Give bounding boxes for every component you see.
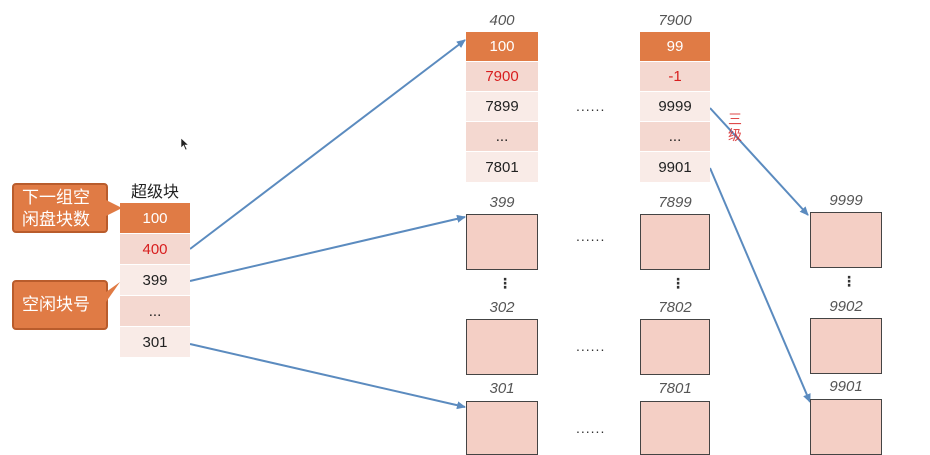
block-label-7899: 7899 <box>658 194 692 211</box>
arrow-9999-to-block <box>709 107 809 216</box>
free-block-7801 <box>640 401 710 455</box>
superblock-cell-count: 100 <box>120 203 190 233</box>
arrow-301-to-block <box>189 343 466 410</box>
free-block-301 <box>466 401 538 455</box>
free-block-7899 <box>640 214 710 270</box>
free-block-7802 <box>640 319 710 375</box>
superblock-cell: 399 <box>120 265 190 295</box>
horizontal-ellipsis: ...... <box>576 338 606 354</box>
group-7900-cell: ... <box>640 122 710 151</box>
group-400-cell-count: 100 <box>466 32 538 61</box>
block-label-7802: 7802 <box>658 299 692 316</box>
horizontal-ellipsis: ...... <box>576 228 606 244</box>
superblock-cell-next: 400 <box>120 234 190 264</box>
superblock-title: 超级块 <box>130 182 179 201</box>
free-block-9901 <box>810 399 882 455</box>
callout-pointer-2 <box>106 282 120 302</box>
group-7900-cell-count: 99 <box>640 32 710 61</box>
arrow-9901-to-block <box>709 167 811 403</box>
superblock-cell: 301 <box>120 327 190 357</box>
vertical-ellipsis: ⋮ <box>842 273 856 289</box>
mouse-cursor-icon <box>180 137 190 151</box>
callout-next-group-count: 下一组空闲盘块数 <box>12 183 108 233</box>
vertical-ellipsis: ⋮ <box>498 275 512 291</box>
block-label-9902: 9902 <box>829 298 863 315</box>
annotation-text: 三级 <box>728 112 742 144</box>
block-label-302: 302 <box>489 299 515 316</box>
group-400-cell-next: 7900 <box>466 62 538 91</box>
group-400-cell: 7899 <box>466 92 538 121</box>
free-block-399 <box>466 214 538 270</box>
block-label-9901: 9901 <box>829 378 863 395</box>
vertical-ellipsis: ⋮ <box>671 275 685 291</box>
callout-free-block-number: 空闲块号 <box>12 280 108 330</box>
callout-pointer <box>106 200 122 216</box>
block-label-301: 301 <box>489 380 515 397</box>
group-7900-cell: 9999 <box>640 92 710 121</box>
group-7900-label: 7900 <box>658 12 692 29</box>
superblock-cell: ... <box>120 296 190 326</box>
group-7900-cell: 9901 <box>640 152 710 182</box>
arrow-399-to-block <box>189 214 466 282</box>
free-block-9999 <box>810 212 882 268</box>
block-label-399: 399 <box>489 194 515 211</box>
arrow-400-to-group <box>189 39 466 250</box>
group-400-cell: ... <box>466 122 538 151</box>
group-400-cell: 7801 <box>466 152 538 182</box>
horizontal-ellipsis: ...... <box>576 420 606 436</box>
block-label-9999: 9999 <box>829 192 863 209</box>
group-400-label: 400 <box>489 12 515 29</box>
free-block-302 <box>466 319 538 375</box>
block-label-7801: 7801 <box>658 380 692 397</box>
group-7900-cell-next: -1 <box>640 62 710 91</box>
horizontal-ellipsis: ...... <box>576 98 606 114</box>
free-block-9902 <box>810 318 882 374</box>
